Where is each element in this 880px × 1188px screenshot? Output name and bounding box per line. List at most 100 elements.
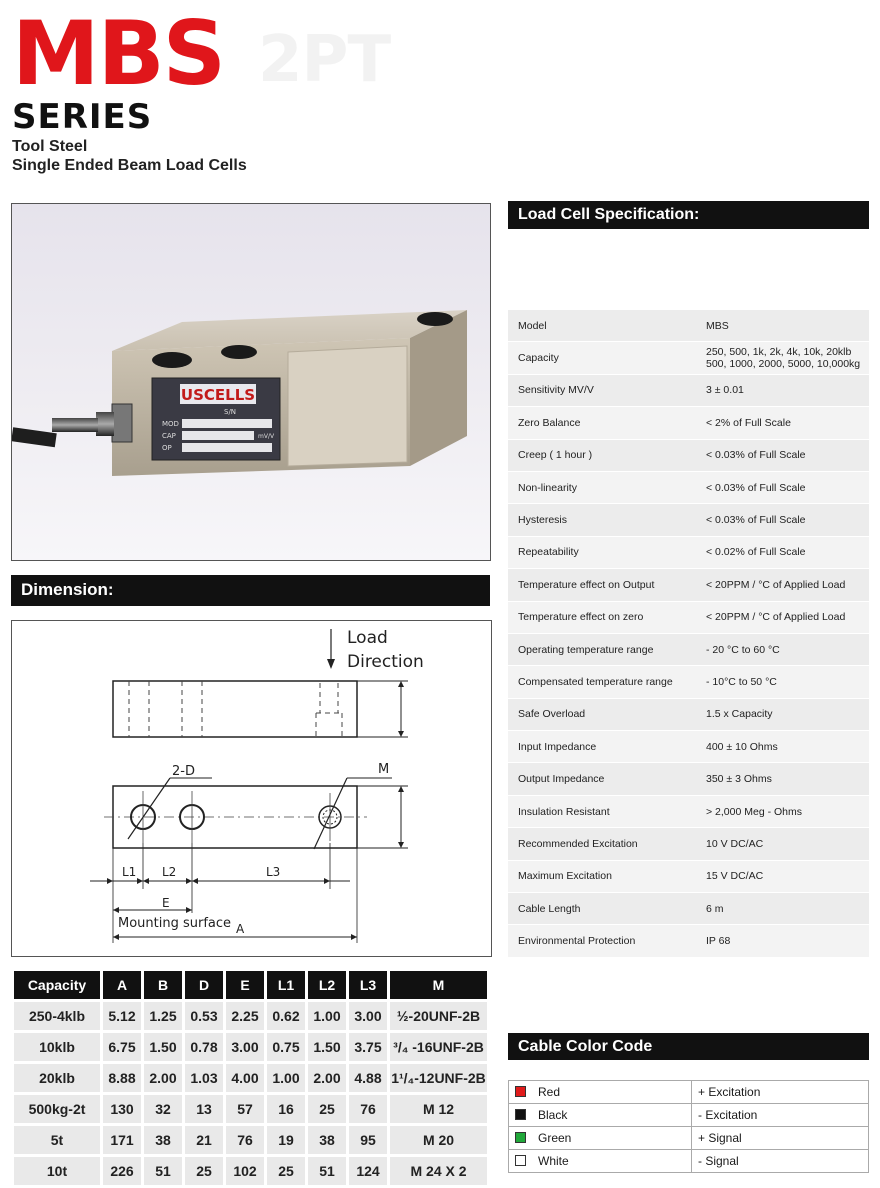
col-l2: L2 (308, 971, 346, 999)
table-cell: 1¹/₄-12UNF-2B (390, 1064, 487, 1092)
spec-value: 3 ± 0.01 (686, 374, 869, 408)
table-cell: 226 (103, 1157, 141, 1185)
spec-row: Repeatability< 0.02% of Full Scale (508, 536, 869, 570)
spec-key: Capacity (508, 341, 686, 375)
spec-key: Operating temperature range (508, 633, 686, 667)
subtitle-line-1: Tool Steel (12, 138, 88, 155)
l2-label: L2 (162, 865, 176, 879)
spec-value: > 2,000 Meg - Ohms (686, 795, 869, 829)
table-cell: 250-4klb (14, 1002, 100, 1030)
table-cell: 1.03 (185, 1064, 223, 1092)
spec-row: Temperature effect on zero< 20PPM / °C o… (508, 601, 869, 634)
table-cell: 76 (226, 1126, 264, 1154)
a-label: A (236, 922, 245, 936)
e-label: E (162, 896, 170, 910)
subtitle-line-2: Single Ended Beam Load Cells (12, 157, 247, 174)
cable-color: White (538, 1154, 569, 1168)
table-cell: 20klb (14, 1064, 100, 1092)
table-cell: 76 (349, 1095, 387, 1123)
cable-color: Green (538, 1131, 572, 1145)
spec-key: Sensitivity MV/V (508, 374, 686, 408)
table-cell: 16 (267, 1095, 305, 1123)
table-cell: 3.00 (226, 1033, 264, 1061)
col-capacity: Capacity (14, 971, 100, 999)
label-cap: CAP (162, 432, 176, 440)
table-cell: 4.88 (349, 1064, 387, 1092)
product-photo: USCELLS MOD CAP OP S/N mV/V (11, 203, 491, 561)
table-cell: 2.25 (226, 1002, 264, 1030)
table-cell: 1.50 (308, 1033, 346, 1061)
dimension-diagram: Load Direction 2-D M (90, 628, 424, 943)
spec-row: Capacity 250, 500, 1k, 2k, 4k, 10k, 20klb… (508, 341, 869, 375)
cable-signal: + Excitation (691, 1080, 869, 1104)
table-row: 500kg-2t 130 32 13 57 16 25 76 M 12 (14, 1095, 487, 1123)
spec-key: Output Impedance (508, 762, 686, 796)
table-cell: 6.75 (103, 1033, 141, 1061)
col-m: M (390, 971, 487, 999)
spec-key: Recommended Excitation (508, 827, 686, 861)
brand-title: MBS (12, 2, 226, 105)
spec-value: 6 m (686, 892, 869, 926)
table-row: 5t 171 38 21 76 19 38 95 M 20 (14, 1126, 487, 1154)
table-cell: 171 (103, 1126, 141, 1154)
color-swatch (515, 1132, 526, 1143)
spec-row: Compensated temperature range- 10°C to 5… (508, 665, 869, 699)
spec-value: - 20 °C to 60 °C (686, 633, 869, 667)
spec-key: Model (508, 310, 686, 343)
l3-label: L3 (266, 865, 280, 879)
spec-value: < 0.03% of Full Scale (686, 503, 869, 537)
table-cell: 5.12 (103, 1002, 141, 1030)
table-cell: 25 (308, 1095, 346, 1123)
table-cell: 2.00 (308, 1064, 346, 1092)
dimension-table: Capacity A B D E L1 L2 L3 M 250-4klb 5.1… (11, 968, 490, 1188)
table-row: 250-4klb 5.12 1.25 0.53 2.25 0.62 1.00 3… (14, 1002, 487, 1030)
mounting-surface-label: Mounting surface (118, 916, 231, 931)
table-cell: 8.88 (103, 1064, 141, 1092)
col-d: D (185, 971, 223, 999)
spec-row: Creep ( 1 hour )< 0.03% of Full Scale (508, 439, 869, 472)
cable-section-title: Cable Color Code (508, 1033, 869, 1060)
direction-label: Direction (347, 652, 424, 672)
table-cell: 500kg-2t (14, 1095, 100, 1123)
spec-row: Insulation Resistant> 2,000 Meg - Ohms (508, 795, 869, 829)
table-cell: 38 (144, 1126, 182, 1154)
spec-row: Zero Balance< 2% of Full Scale (508, 406, 869, 440)
spec-value: 15 V DC/AC (686, 860, 869, 894)
col-b: B (144, 971, 182, 999)
table-cell: 4.00 (226, 1064, 264, 1092)
spec-row: Temperature effect on Output< 20PPM / °C… (508, 568, 869, 602)
table-cell: 0.62 (267, 1002, 305, 1030)
spec-value: 400 ± 10 Ohms (686, 730, 869, 764)
table-cell: ³/₄ -16UNF-2B (390, 1033, 487, 1061)
table-cell: 95 (349, 1126, 387, 1154)
dimension-table-header: Capacity A B D E L1 L2 L3 M (14, 971, 487, 999)
table-cell: 57 (226, 1095, 264, 1123)
spec-key: Cable Length (508, 892, 686, 926)
spec-key: Temperature effect on zero (508, 601, 686, 634)
spec-key: Temperature effect on Output (508, 568, 686, 602)
dimension-drawing: Load Direction 2-D M (11, 620, 492, 957)
table-cell: 130 (103, 1095, 141, 1123)
dimension-section-title: Dimension: (11, 575, 490, 606)
spec-key: Compensated temperature range (508, 665, 686, 699)
spec-value: 250, 500, 1k, 2k, 4k, 10k, 20klb (706, 346, 852, 359)
table-row: 10klb 6.75 1.50 0.78 3.00 0.75 1.50 3.75… (14, 1033, 487, 1061)
color-swatch (515, 1155, 526, 1166)
spec-value: 350 ± 3 Ohms (686, 762, 869, 796)
table-cell: 5t (14, 1126, 100, 1154)
spec-value: 1.5 x Capacity (686, 698, 869, 732)
cable-row: Red + Excitation (508, 1080, 869, 1104)
col-l3: L3 (349, 971, 387, 999)
table-cell: 32 (144, 1095, 182, 1123)
spec-key: Insulation Resistant (508, 795, 686, 829)
spec-row: Operating temperature range- 20 °C to 60… (508, 633, 869, 667)
cable-gland-icon (111, 403, 133, 443)
table-row: 20klb 8.88 2.00 1.03 4.00 1.00 2.00 4.88… (14, 1064, 487, 1092)
table-cell: 1.25 (144, 1002, 182, 1030)
spec-value: 10 V DC/AC (686, 827, 869, 861)
cable-row: White - Signal (508, 1149, 869, 1173)
table-cell: M 20 (390, 1126, 487, 1154)
